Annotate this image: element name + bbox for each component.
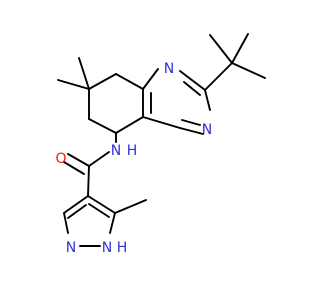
bond-c3-n2 [63,212,69,234]
atom-n-pyrimidine-bottom: N [202,122,212,138]
atom-h-amide: H [127,143,138,159]
bond-c2-n1 [204,89,211,111]
atom-labels: N N N H O N N H [55,61,212,256]
bond-carbonyl-o [67,153,90,167]
bond-tbu-me-right [231,62,266,79]
bond-c7-me-left [57,79,90,90]
bond-c8-c4a [142,116,181,129]
bond-n3-c8a [142,68,159,90]
structure-canvas: N N N H O N N H [55,33,266,256]
bond-tbu-me-upper-left [209,34,233,64]
bond-c4-c3 [63,195,89,214]
bond-c2-n3 [179,70,206,91]
bond-carbonyl-o-double [63,161,85,175]
atom-n-pyrimidine-top: N [164,61,174,77]
molecule-structure: N N N H O N N H [55,33,266,256]
bond-c8-c7 [88,73,117,90]
bond-c8a-c8 [115,73,144,90]
bond-c5-methyl [114,199,147,214]
atom-h-pyrazole-nh: H [117,240,128,256]
bond-n1-c5 [109,212,116,234]
bond-tbu-me-upper-right [231,33,249,64]
bond-c5-c4-double [88,203,110,218]
atom-n-pyrazole-nh: N [102,240,112,256]
atom-n-pyrazole-upper: N [66,240,76,256]
bond-c5-c4a [115,116,144,134]
atom-n-amide: N [111,143,121,159]
bond-tbu-to-ring [204,62,233,91]
bond-carbonyl-c4pz [87,165,90,197]
bond-n1-c8 [179,127,204,135]
bond-c6-c5 [88,118,117,134]
bond-c2-n3-double [183,81,201,96]
bond-nh-carbonyl [88,151,110,167]
bonds [57,33,266,247]
atom-o-carbonyl: O [55,151,66,167]
bond-c7-me-upper [78,57,90,90]
bond-c5-c4 [87,195,116,214]
bond-c4-c3-double [67,204,87,219]
bond-n1-c8-double [181,119,201,126]
